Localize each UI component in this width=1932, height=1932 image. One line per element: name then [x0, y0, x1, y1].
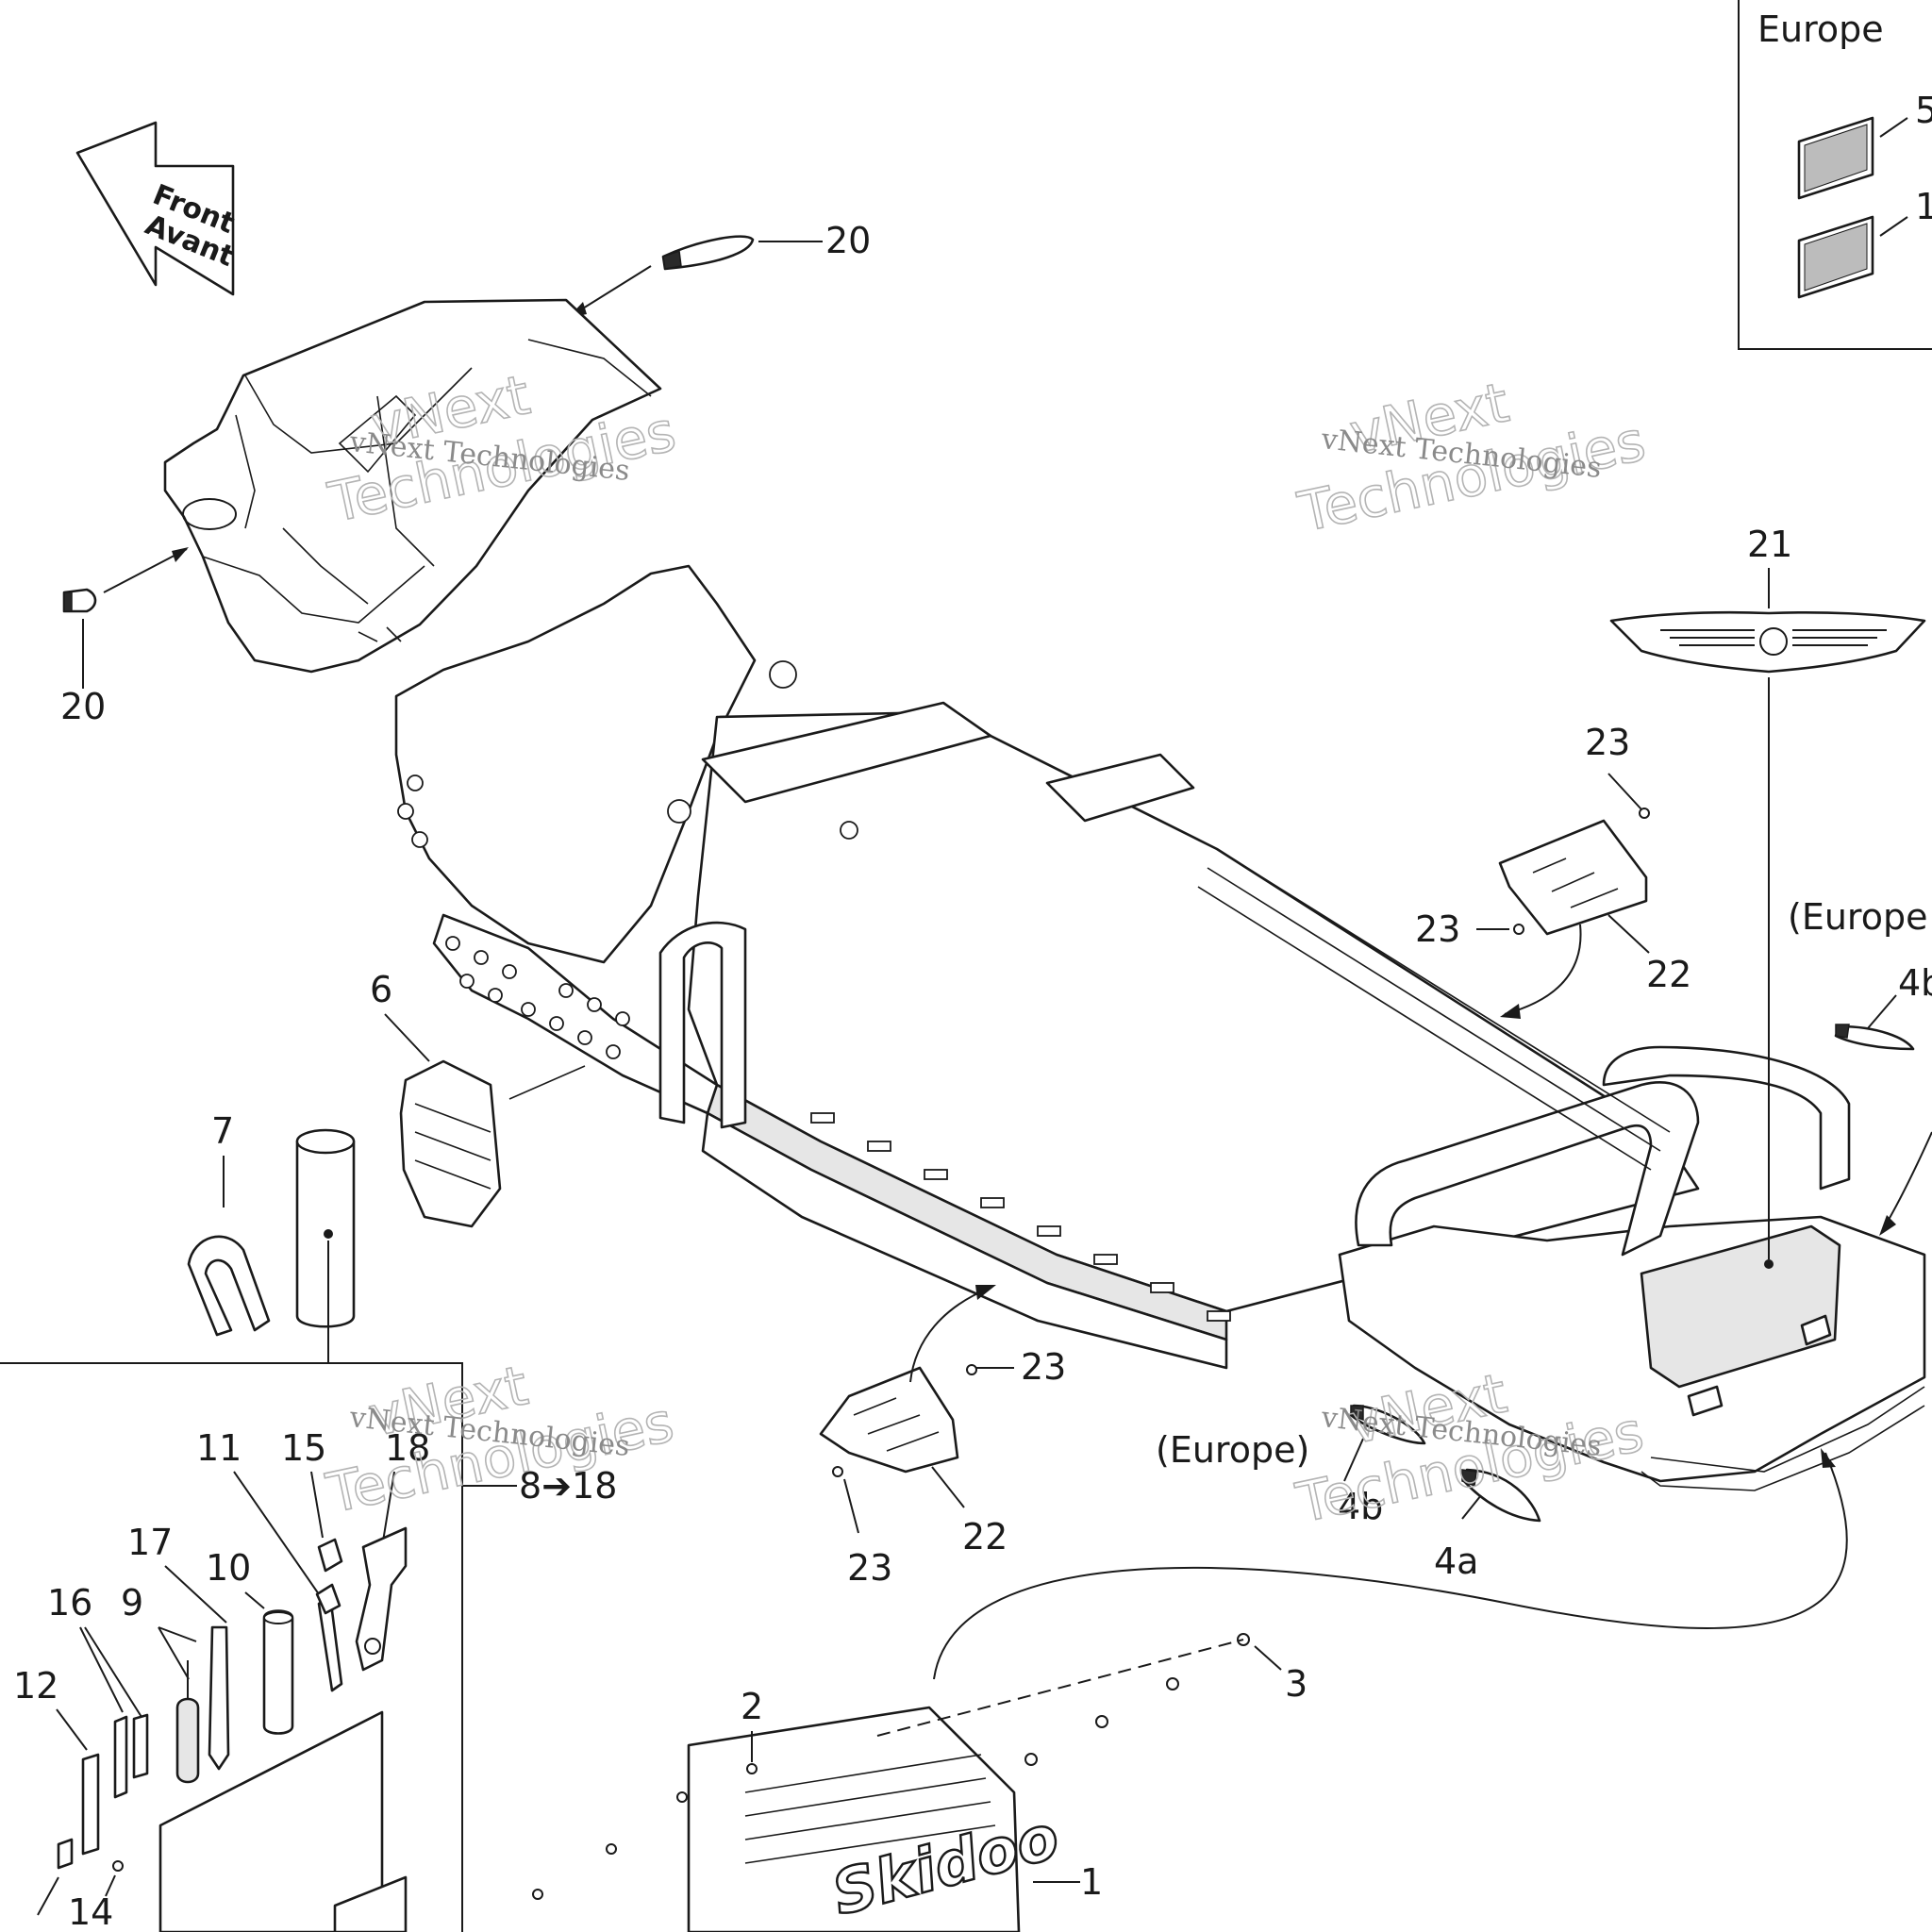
cover-1: Skidoo 1	[687, 1706, 1103, 1932]
inset-title: Europe	[1757, 8, 1884, 50]
tool-17-punch: 17	[127, 1522, 230, 1771]
hood-console	[163, 298, 662, 674]
tool-box: 8➔18	[0, 1362, 617, 1932]
callout-12: 12	[13, 1665, 58, 1707]
callout-8-18: 8➔18	[519, 1465, 617, 1507]
europe-decal-right: (Europe 4b	[1788, 896, 1932, 1236]
callout-7: 7	[211, 1110, 234, 1152]
callout-4a: 4a	[1434, 1541, 1478, 1582]
callout-22-bottom: 22	[962, 1516, 1008, 1557]
part-20-top: 20	[568, 220, 871, 318]
inset-callout-5: 5	[1915, 90, 1932, 131]
callout-17: 17	[127, 1522, 173, 1563]
callout-1: 1	[1080, 1861, 1103, 1903]
callout-14: 14	[68, 1891, 113, 1932]
front-direction-arrow: Front Avant	[75, 121, 239, 296]
callout-3: 3	[1285, 1663, 1307, 1705]
callout-23-a: 23	[1585, 722, 1630, 763]
toolkit-bag	[295, 1128, 356, 1363]
callout-21: 21	[1747, 524, 1792, 565]
label-europe-right: (Europe	[1788, 896, 1927, 938]
tool-9-screwdriver: 9	[121, 1582, 200, 1784]
callout-23-c: 23	[1021, 1346, 1066, 1388]
callout-20-left: 20	[60, 686, 106, 727]
callout-11: 11	[196, 1427, 242, 1469]
callout-4b-right: 4b	[1898, 962, 1932, 1004]
callout-15: 15	[281, 1427, 326, 1469]
callout-22-right: 22	[1646, 954, 1691, 995]
callout-23-d: 23	[847, 1547, 892, 1589]
chassis-frame	[394, 564, 1926, 1491]
decal-5: 5	[1797, 90, 1932, 200]
part-20-left: 20	[60, 547, 189, 727]
tool-12-strip: 12	[13, 1665, 100, 1856]
callout-18: 18	[385, 1427, 430, 1469]
callout-9: 9	[121, 1582, 143, 1624]
tool-16-key: 16	[47, 1582, 149, 1799]
label-europe-mid: (Europe)	[1156, 1429, 1309, 1471]
fasteners-2-3: 2 3	[532, 1448, 1848, 1900]
callout-2: 2	[741, 1686, 763, 1727]
decal-1: 1	[1797, 186, 1932, 299]
europe-decals-mid: (Europe) 4b 4a	[1156, 1404, 1541, 1582]
tool-11-wrench: 11	[196, 1427, 343, 1692]
callout-6: 6	[370, 969, 392, 1010]
part-7-strap: 7	[187, 1110, 271, 1337]
europe-inset-box: Europe 5 1	[1738, 0, 1932, 350]
footrest-22-right: 23 23 22	[1415, 722, 1691, 1019]
inset-callout-1: 1	[1915, 186, 1932, 227]
part-6: 6	[370, 969, 586, 1228]
tool-14-small-part: 14	[37, 1838, 124, 1932]
bag-pocket	[158, 1710, 408, 1932]
tool-18-spanner: 18	[355, 1427, 430, 1672]
part-21-decal: 21	[1609, 524, 1926, 1269]
callout-16: 16	[47, 1582, 92, 1624]
callout-23-b: 23	[1415, 908, 1460, 950]
callout-4b: 4b	[1338, 1486, 1383, 1527]
tool-10-socket: 10	[206, 1547, 294, 1735]
callout-20-top: 20	[825, 220, 871, 261]
callout-10: 10	[206, 1547, 251, 1589]
footrest-22-bottom: 23 22 23	[819, 1285, 1066, 1589]
tool-15-nut: 15	[281, 1427, 343, 1573]
